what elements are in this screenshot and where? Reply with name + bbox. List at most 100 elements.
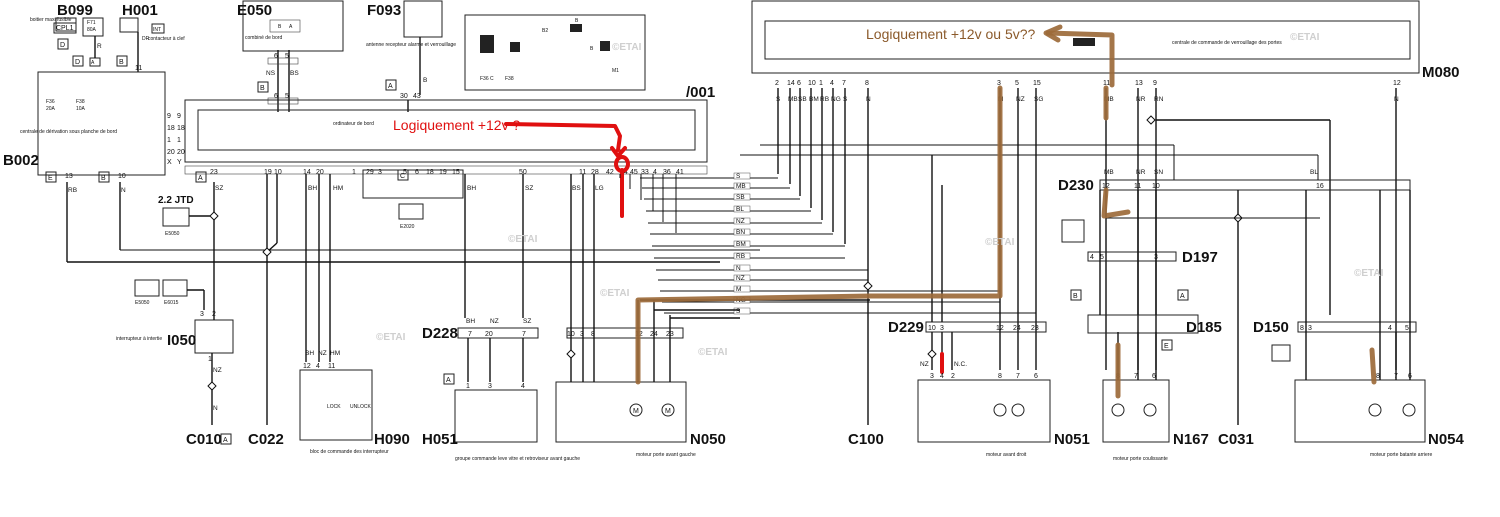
b002-pin-13: 13 <box>65 173 73 180</box>
m001-pin-y: Y <box>177 159 182 166</box>
fuse-inset-b2: B2 <box>542 28 548 34</box>
m080-desc: centrale de commande de verrouillage des… <box>1172 40 1282 46</box>
b099-tag-box <box>57 38 69 50</box>
h051-pin-3: 3 <box>488 383 492 390</box>
n167-pin-7: 7 <box>1134 373 1138 380</box>
f093-pin-43: 43 <box>413 93 421 100</box>
n051-desc: moteur avant droit <box>986 452 1027 458</box>
n050-motor1 <box>629 403 643 417</box>
b099-desc: boitier maxi fusible <box>30 17 72 23</box>
b002-e: E <box>48 175 53 182</box>
e050-b: B <box>278 24 282 30</box>
bus-wire-label-8: N <box>736 265 741 272</box>
ground-c031: C031 <box>1218 431 1254 448</box>
m080-pin-8: 8 <box>865 80 869 87</box>
h001-code: H001 <box>122 2 158 19</box>
m001-pin-20: 20 <box>316 169 324 176</box>
m001-pin-1: 1 <box>177 137 181 144</box>
m080-pin-12: 12 <box>1393 80 1401 87</box>
n051-box <box>917 379 1051 443</box>
m080-pin-5: 5 <box>1015 80 1019 87</box>
e050-conn1 <box>267 57 299 65</box>
b002-code: B002 <box>3 152 39 169</box>
n050-desc: moteur porte avant gauche <box>636 452 696 458</box>
d230-pin-11: 11 <box>1134 183 1141 190</box>
ground-c010: C010 <box>186 431 222 448</box>
b002-b: B <box>101 175 106 182</box>
splice-2 <box>207 381 217 391</box>
e5050-code: E5050 <box>165 231 180 237</box>
h001-lbl: DR <box>142 36 150 42</box>
n050-pin-8: 8 <box>591 331 595 338</box>
fuse-inset-block2 <box>510 42 520 52</box>
m080-pin-7: 7 <box>842 80 846 87</box>
d185-e-box <box>1161 339 1173 351</box>
d150-pin-3: 3 <box>1308 325 1312 332</box>
m001-desc: ordinateur de bord <box>333 121 374 127</box>
fuse-inset-box <box>464 14 646 91</box>
n167-box <box>1102 379 1170 443</box>
h001-desc: contacteur à clef <box>148 36 185 42</box>
d230-wire-mb: MB <box>1104 169 1114 176</box>
m001-pin-9: 9 <box>177 113 181 120</box>
wire-n050-lg: LG <box>595 185 604 192</box>
etai-watermarks: ©ETAI ©ETAI ©ETAI ©ETAI ©ETAI ©ETAI ©ETA… <box>376 32 1384 358</box>
n054-desc: moteur porte batante arriere <box>1370 452 1432 458</box>
b002-amp2: 10A <box>76 106 86 112</box>
wire-sz-label: SZ <box>215 185 223 192</box>
n051-wire-nc: N.C. <box>954 361 967 368</box>
n051-pin-8: 8 <box>998 373 1002 380</box>
b002-pins: 9 18 1 20 X 9 18 1 20 Y <box>167 113 185 166</box>
i050-box <box>194 319 234 354</box>
d185-e: E <box>1164 343 1169 350</box>
d150-pin-5: 5 <box>1405 325 1409 332</box>
e5050-box <box>162 207 190 227</box>
e050-desc: combiné de bord <box>245 35 282 41</box>
e050-gauge <box>269 19 301 33</box>
bus-wire-tag-2 <box>733 193 751 201</box>
m001-pin-28: 28 <box>591 169 599 176</box>
d229-code: D229 <box>888 319 924 336</box>
bus-wire-tag-3 <box>733 205 751 213</box>
c-tag-box <box>397 169 409 181</box>
d197-conn <box>1087 251 1177 262</box>
e2020-code: E2020 <box>400 224 415 230</box>
m001-pin-20: 20 <box>177 149 185 156</box>
b099-amps: 80A <box>87 27 97 33</box>
bus-wire-label-3: BL <box>736 206 744 213</box>
m080-pin-14: 14 <box>787 80 795 87</box>
n054-pin-7: 7 <box>1394 373 1398 380</box>
wire-bh-h051-label: BH <box>467 185 476 192</box>
fuse-inset-block4 <box>570 24 582 32</box>
i050-pin-1: 1 <box>208 356 212 363</box>
watermark-2: ©ETAI <box>508 234 538 245</box>
m001-outer-box <box>184 99 708 163</box>
bus-wire-tag-7 <box>733 252 751 260</box>
m080-wire-3: BM <box>809 96 819 103</box>
m080-key-icon <box>1073 38 1095 46</box>
h001-int: INT <box>153 27 161 33</box>
splice-5 <box>863 281 873 291</box>
f093-tag-box <box>385 79 397 91</box>
d228-code: D228 <box>422 325 458 342</box>
d197-pin-4: 4 <box>1090 254 1094 261</box>
d228-wire-sz: SZ <box>523 318 531 325</box>
bus-wire-tag-10 <box>733 285 751 293</box>
b099-pin-tag-box <box>72 55 84 67</box>
b099-pin-tag: D <box>75 59 80 66</box>
h090-wire-hm2: HM <box>330 350 340 357</box>
d229-pin-23: 23 <box>1031 325 1039 332</box>
b002-fuse1: F36 <box>46 99 55 105</box>
d228-pin-7b: 7 <box>522 331 526 338</box>
bus-wire-tag-6 <box>733 240 751 248</box>
splice-6 <box>1146 115 1156 125</box>
n050-motor2 <box>661 403 675 417</box>
h051-tag-box <box>443 373 455 385</box>
m080-pin-15: 15 <box>1033 80 1041 87</box>
m080-pin-4: 4 <box>830 80 834 87</box>
h090-desc: bloc de commande des interrupteur <box>310 449 389 455</box>
b002-pin-20: 20 <box>167 149 175 156</box>
